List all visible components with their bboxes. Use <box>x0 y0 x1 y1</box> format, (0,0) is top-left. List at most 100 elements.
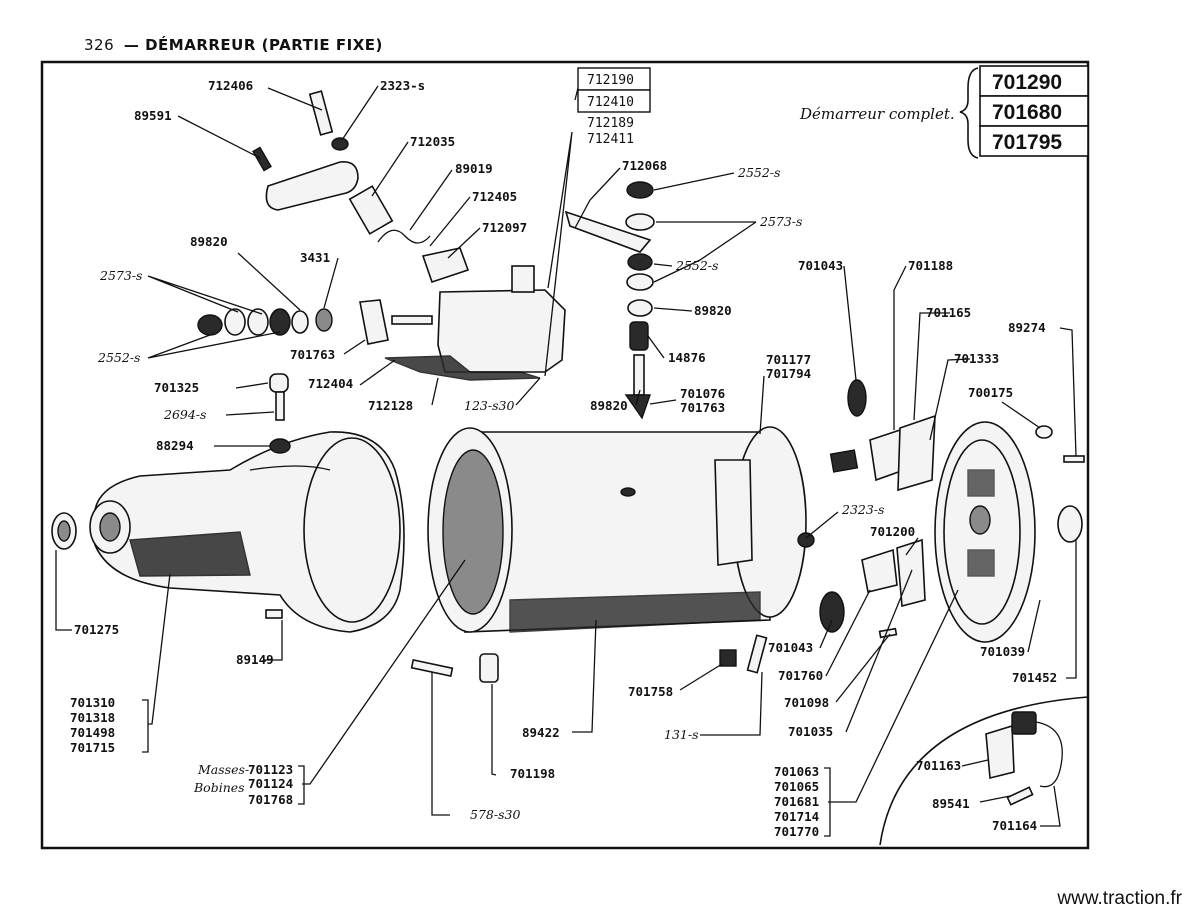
label-2552s-mid: 2552-s <box>675 258 718 273</box>
label-578s30: 578-s30 <box>470 807 520 822</box>
page-header: 326 — DÉMARREUR (PARTIE FIXE) <box>84 36 383 54</box>
label-701333: 701333 <box>954 351 999 366</box>
leader-lines <box>55 85 1077 827</box>
lever-assembly <box>252 90 470 284</box>
label-712411: 712411 <box>587 132 634 147</box>
masses-ref-1: 701123 <box>248 762 293 777</box>
assembly-ref-1: 701290 <box>992 71 1062 94</box>
plate-712097 <box>421 247 470 284</box>
assembly-box-1 <box>979 65 1089 97</box>
pin-89019 <box>348 185 394 235</box>
label-89422: 89422 <box>522 725 560 740</box>
label-701763-left: 701763 <box>290 347 335 362</box>
group-701063-ref-4: 701714 <box>774 809 819 824</box>
field-coils <box>442 449 504 615</box>
bushing-701275 <box>51 512 77 550</box>
drive-end-housing <box>89 431 405 633</box>
site-watermark: www.traction.fr <box>1057 888 1182 909</box>
lever-712068 <box>564 210 652 253</box>
group-701310-ref-3: 701498 <box>70 725 115 740</box>
washer-stack-left <box>197 299 433 345</box>
brush-holders <box>819 379 936 633</box>
yoke-cylinder <box>427 426 807 633</box>
washer-stack-center <box>564 181 655 420</box>
label-700175: 700175 <box>968 385 1013 400</box>
label-701039: 701039 <box>980 644 1025 659</box>
label-89820-mid: 89820 <box>590 398 628 413</box>
label-701165: 701165 <box>926 305 971 320</box>
assembly-box-3 <box>979 125 1089 157</box>
group-701310-ref-4: 701715 <box>70 740 115 755</box>
group-701063-ref-5: 701770 <box>774 824 819 839</box>
boxed-ref-2: 712410 <box>587 95 634 110</box>
assembly-ref-2: 701680 <box>992 101 1062 124</box>
label-701794: 701794 <box>766 366 811 381</box>
spring-701043-top <box>847 379 867 417</box>
detail-inset-parts <box>985 711 1063 806</box>
screw-assembly-left <box>269 373 291 454</box>
label-701177: 701177 <box>766 352 811 367</box>
group-701063-ref-2: 701065 <box>774 779 819 794</box>
label-2573s-left: 2573-s <box>99 268 142 283</box>
label-701760: 701760 <box>778 668 823 683</box>
group-701310-ref-2: 701318 <box>70 710 115 725</box>
label-701098: 701098 <box>784 695 829 710</box>
masses-ref-3: 701768 <box>248 792 293 807</box>
assembly-brace <box>959 67 979 159</box>
label-701763-mid: 701763 <box>680 400 725 415</box>
label-14876: 14876 <box>668 350 706 365</box>
label-712068: 712068 <box>622 158 667 173</box>
label-701043-bottom: 701043 <box>768 640 813 655</box>
complete-assembly-label: Démarreur complet. <box>799 105 955 123</box>
lever-712035 <box>265 161 359 211</box>
label-701275: 701275 <box>74 622 119 637</box>
label-701758: 701758 <box>628 684 673 699</box>
page-title: — DÉMARREUR (PARTIE FIXE) <box>123 36 383 54</box>
masses-label: Masses- <box>197 762 249 777</box>
label-2694s: 2694-s <box>163 407 206 422</box>
label-701164: 701164 <box>992 818 1037 833</box>
label-2552s-top: 2552-s <box>737 165 780 180</box>
label-131s: 131-s <box>664 727 699 742</box>
label-701198: 701198 <box>510 766 555 781</box>
label-701200: 701200 <box>870 524 915 539</box>
bush-701452 <box>1057 505 1083 543</box>
label-712035: 712035 <box>410 134 455 149</box>
label-2323s-mid: 2323-s <box>841 502 884 517</box>
label-712128: 712128 <box>368 398 413 413</box>
label-89591: 89591 <box>134 108 172 123</box>
label-89019: 89019 <box>455 161 493 176</box>
small-screws <box>265 425 1085 683</box>
label-701163: 701163 <box>916 758 961 773</box>
label-701325: 701325 <box>154 380 199 395</box>
boxed-ref-box-2 <box>577 89 651 113</box>
label-712406: 712406 <box>208 78 253 93</box>
label-123s30: 123-s30 <box>464 398 514 413</box>
assembly-box-2 <box>979 95 1089 127</box>
label-701188: 701188 <box>908 258 953 273</box>
label-701076: 701076 <box>680 386 725 401</box>
bracket-701763 <box>359 299 389 345</box>
bolt-712406 <box>308 90 334 136</box>
label-712405: 712405 <box>472 189 517 204</box>
assembly-ref-3: 701795 <box>992 131 1062 154</box>
boxed-ref-1: 712190 <box>587 73 634 88</box>
label-2573s-right: 2573-s <box>759 214 802 229</box>
label-2552s-left: 2552-s <box>97 350 140 365</box>
label-3431: 3431 <box>300 250 330 265</box>
label-701035: 701035 <box>788 724 833 739</box>
masses-ref-2: 701124 <box>248 776 293 791</box>
label-89820-right: 89820 <box>694 303 732 318</box>
diagram-frame <box>40 60 1090 850</box>
complete-assembly: Démarreur complet. 701290 701680 701795 <box>799 65 1089 159</box>
bobines-label: Bobines <box>193 780 245 795</box>
label-89820-left: 89820 <box>190 234 228 249</box>
page-number: 326 <box>84 36 115 54</box>
label-89541: 89541 <box>932 796 970 811</box>
label-2323s-top: 2323-s <box>380 78 425 93</box>
label-712097: 712097 <box>482 220 527 235</box>
label-712189: 712189 <box>587 116 634 131</box>
spring-701043-bottom <box>819 591 845 633</box>
group-701063-ref-3: 701681 <box>774 794 819 809</box>
